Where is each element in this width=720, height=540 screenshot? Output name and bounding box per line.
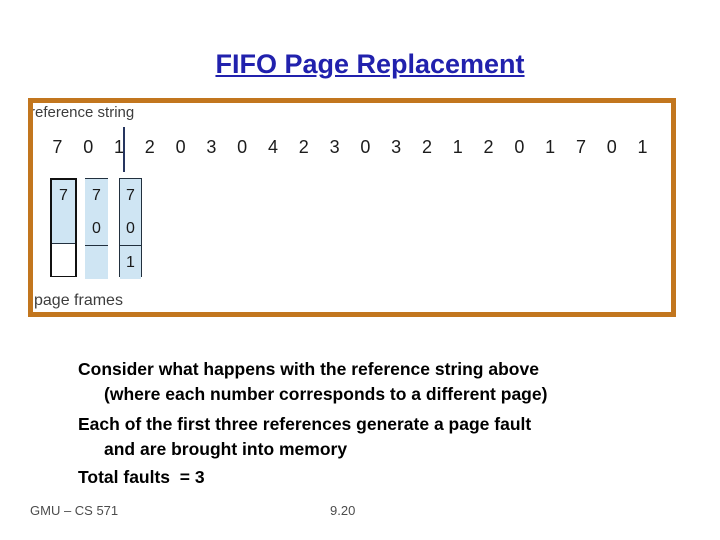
reference-string-row: 7 0 1 2 0 3 0 4 2 3 0 3 2 1 2 0 1 7 0 1 — [42, 136, 658, 158]
reference-number: 0 — [514, 137, 525, 157]
frame-cell: 7 — [120, 179, 141, 212]
reference-number: 7 — [52, 137, 63, 157]
frame-cell — [85, 245, 108, 279]
footer-course: GMU – CS 571 — [30, 503, 119, 518]
reference-number: 0 — [175, 137, 186, 157]
reference-number: 4 — [267, 137, 278, 157]
body-text: Consider what happens with the reference… — [78, 357, 547, 489]
frame-cell: 1 — [120, 245, 141, 279]
frame-stack-1: 7 — [50, 178, 77, 277]
frame-cell: 7 — [52, 180, 75, 212]
frame-cell — [52, 211, 75, 244]
reference-number: 1 — [637, 137, 648, 157]
page-title: FIFO Page Replacement — [215, 49, 525, 79]
frame-cell: 0 — [85, 212, 108, 245]
body-line: Total faults = 3 — [78, 467, 205, 487]
reference-number: 3 — [206, 137, 217, 157]
reference-number: 2 — [483, 137, 494, 157]
frame-cell: 0 — [120, 212, 141, 245]
frame-cell: 7 — [85, 179, 108, 212]
frame-stack-3: 7 0 1 — [119, 178, 142, 279]
reference-number: 2 — [421, 137, 432, 157]
reference-number: 3 — [391, 137, 402, 157]
body-line: and are brought into memory — [104, 439, 348, 459]
reference-string-divider — [123, 127, 125, 172]
reference-number: 1 — [113, 137, 124, 157]
reference-string-label: reference string — [30, 104, 135, 121]
frame-cell — [52, 243, 75, 276]
frame-stacks: 7 7 0 7 0 1 — [50, 178, 142, 279]
reference-number: 0 — [237, 137, 248, 157]
reference-number: 1 — [452, 137, 463, 157]
reference-number: 1 — [545, 137, 556, 157]
reference-number: 2 — [144, 137, 155, 157]
body-line: (where each number corresponds to a diff… — [104, 384, 548, 404]
reference-number: 2 — [298, 137, 309, 157]
body-line: Consider what happens with the reference… — [78, 359, 539, 379]
reference-number: 0 — [360, 137, 371, 157]
reference-number: 0 — [83, 137, 94, 157]
fifo-figure: reference string 7 0 1 2 0 3 0 4 2 3 0 3… — [28, 98, 676, 317]
frame-stack-2: 7 0 — [85, 178, 108, 279]
reference-number: 3 — [329, 137, 340, 157]
page-frames-label: page frames — [34, 292, 123, 309]
reference-number: 0 — [606, 137, 617, 157]
footer-page-number: 9.20 — [330, 503, 356, 518]
reference-number: 7 — [575, 137, 586, 157]
body-line: Each of the first three references gener… — [78, 414, 532, 434]
